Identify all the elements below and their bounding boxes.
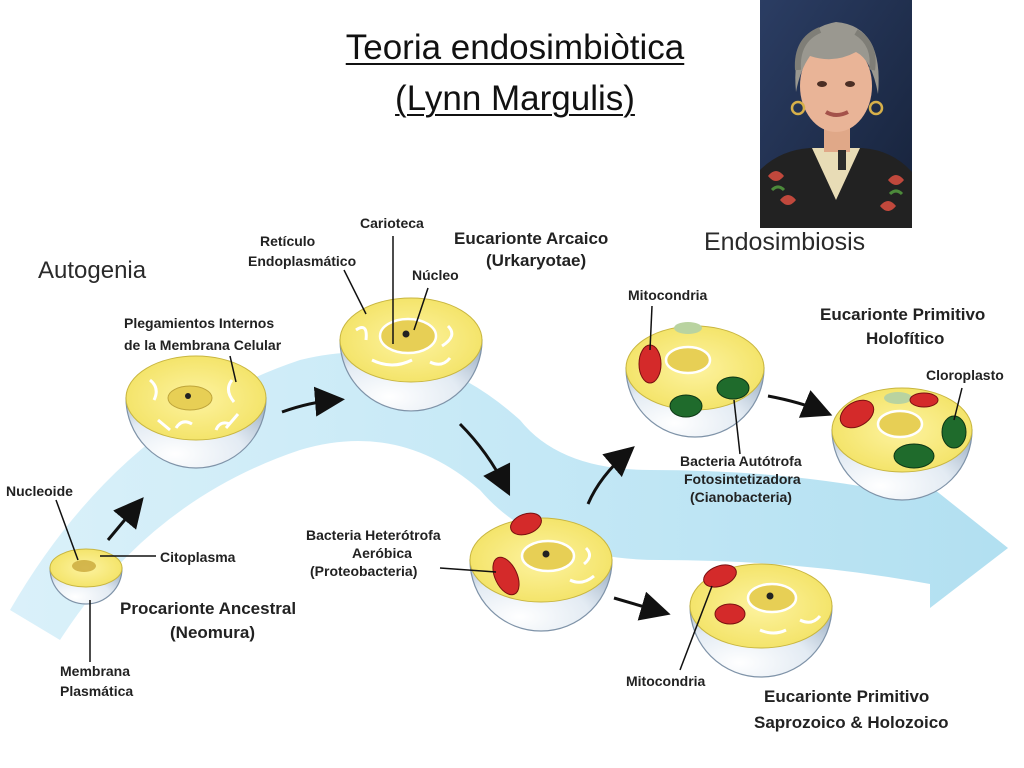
- cell-saprozoico: [689, 563, 833, 678]
- chloroplast: [941, 415, 967, 449]
- label-mitocondria-bottom: Mitocondria: [626, 673, 706, 689]
- chloroplast: [893, 443, 935, 469]
- label-reticulo: Retículo Endoplasmático: [248, 233, 356, 269]
- mitochondrion: [839, 399, 875, 429]
- slide-title: Teoria endosimbiòtica (Lynn Margulis): [270, 22, 760, 124]
- label-bacteria-autotrofa: Bacteria Autótrofa Fotosintetizadora (Ci…: [680, 453, 806, 505]
- label-nucleo: Núcleo: [412, 267, 459, 283]
- endosimbiosis-header: Endosimbiosis: [704, 228, 865, 256]
- leader-lines: [55, 236, 963, 671]
- label-mitocondria-top: Mitocondria: [628, 287, 708, 303]
- title-line-1: Teoria endosimbiòtica: [345, 28, 685, 67]
- label-procarionte-ancestral: Procarionte Ancestral (Neomura): [120, 599, 301, 642]
- label-eucarionte-holofitico: Eucarionte Primitivo Holofítico: [820, 305, 990, 348]
- cell-plegamientos: [125, 355, 267, 469]
- title-line-2: (Lynn Margulis): [395, 79, 635, 118]
- label-nucleoide: Nucleoide: [6, 483, 73, 499]
- cyanobacterium: [669, 394, 703, 418]
- proteobacteria-entering: [510, 512, 542, 536]
- mitochondrion: [714, 603, 746, 625]
- cell-holofitico: [831, 387, 973, 501]
- label-membrana-plasmatica: Membrana Plasmática: [60, 663, 134, 699]
- label-eucarionte-saprozoico: Eucarionte Primitivo Saprozoico & Holozo…: [754, 687, 949, 732]
- cell-mitocondria-cianobacteria: [625, 322, 765, 438]
- cyanobacterium-2: [716, 376, 750, 400]
- label-plegamientos: Plegamientos Internos de la Membrana Cel…: [124, 315, 282, 353]
- cell-proteobacteria: [469, 517, 613, 632]
- label-carioteca: Carioteca: [360, 215, 424, 231]
- label-bacteria-heterotrofa: Bacteria Heterótrofa Aeróbica (Proteobac…: [306, 527, 445, 579]
- mitochondrion: [909, 392, 939, 408]
- label-citoplasma: Citoplasma: [160, 549, 236, 565]
- proteobacteria-body: [492, 556, 520, 596]
- autogenia-header: Autogenia: [38, 257, 147, 284]
- label-cloroplasto: Cloroplasto: [926, 367, 1004, 383]
- lynn-margulis-portrait: [760, 0, 912, 228]
- mitochondrion: [638, 344, 662, 384]
- cell-procarionte: [49, 548, 123, 605]
- cell-eucarionte-arcaico: [339, 297, 483, 412]
- mitochondrion: [703, 564, 737, 588]
- flow-arrows: [106, 386, 833, 621]
- label-eucarionte-arcaico: Eucarionte Arcaico (Urkaryotae): [454, 229, 613, 270]
